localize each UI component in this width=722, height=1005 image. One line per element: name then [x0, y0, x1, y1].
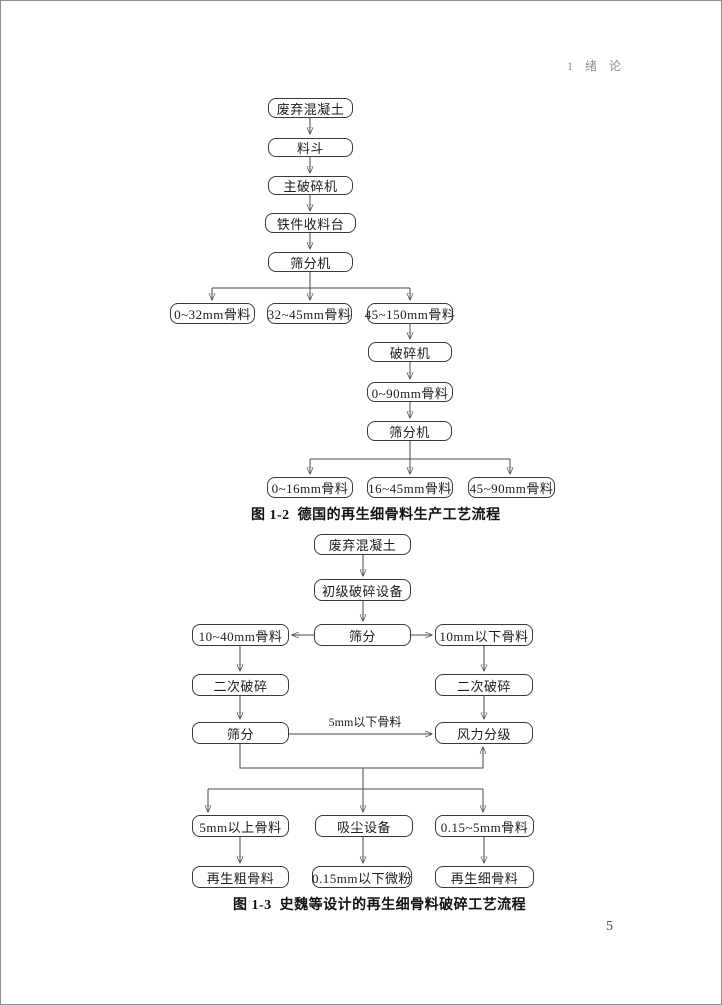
node-aggregate-16-45: 16~45mm骨料 [367, 477, 453, 498]
node-aggregate-45-90: 45~90mm骨料 [468, 477, 555, 498]
chapter-header: 1 绪 论 [567, 59, 624, 73]
page-number: 5 [606, 919, 613, 934]
node-primary-crushing-equipment: 初级破碎设备 [314, 579, 411, 601]
node-recycled-fine-aggregate: 再生细骨料 [435, 866, 534, 888]
node-micropowder-under-015: 0.15mm以下微粉 [312, 866, 412, 888]
edge-label-under-5mm: 5mm以下骨料 [328, 715, 402, 729]
node-aggregate-0-16: 0~16mm骨料 [267, 477, 353, 498]
node-waste-concrete-2: 废弃混凝土 [314, 534, 411, 555]
node-aggregate-32-45: 32~45mm骨料 [267, 303, 352, 324]
node-secondary-crushing-right: 二次破碎 [435, 674, 533, 696]
node-waste-concrete: 废弃混凝土 [268, 98, 353, 118]
node-dust-suction-equipment: 吸尘设备 [315, 815, 413, 837]
node-hopper: 料斗 [268, 138, 353, 157]
node-screening-machine-2: 筛分机 [367, 421, 452, 441]
node-aggregate-0-32: 0~32mm骨料 [170, 303, 255, 324]
node-secondary-crushing-left: 二次破碎 [192, 674, 289, 696]
node-screening-2: 筛分 [192, 722, 289, 744]
figure-1-3-caption: 图 1-3 史魏等设计的再生细骨料破碎工艺流程 [233, 898, 527, 913]
node-aggregate-over-5: 5mm以上骨料 [192, 815, 289, 837]
node-aggregate-under-10: 10mm以下骨料 [435, 624, 533, 646]
node-aggregate-015-5: 0.15~5mm骨料 [435, 815, 534, 837]
node-crusher: 破碎机 [368, 342, 452, 362]
node-air-classification: 风力分级 [435, 722, 533, 744]
node-aggregate-10-40: 10~40mm骨料 [192, 624, 289, 646]
node-screening: 筛分 [314, 624, 411, 646]
node-iron-collecting-table: 铁件收料台 [265, 213, 356, 233]
node-recycled-coarse-aggregate: 再生粗骨料 [192, 866, 289, 888]
node-screening-machine: 筛分机 [268, 252, 353, 272]
figure-1-2-caption: 图 1-2 德国的再生细骨料生产工艺流程 [251, 508, 501, 523]
node-main-crusher: 主破碎机 [268, 176, 353, 195]
node-aggregate-45-150: 45~150mm骨料 [365, 303, 455, 324]
node-aggregate-0-90: 0~90mm骨料 [367, 382, 453, 402]
